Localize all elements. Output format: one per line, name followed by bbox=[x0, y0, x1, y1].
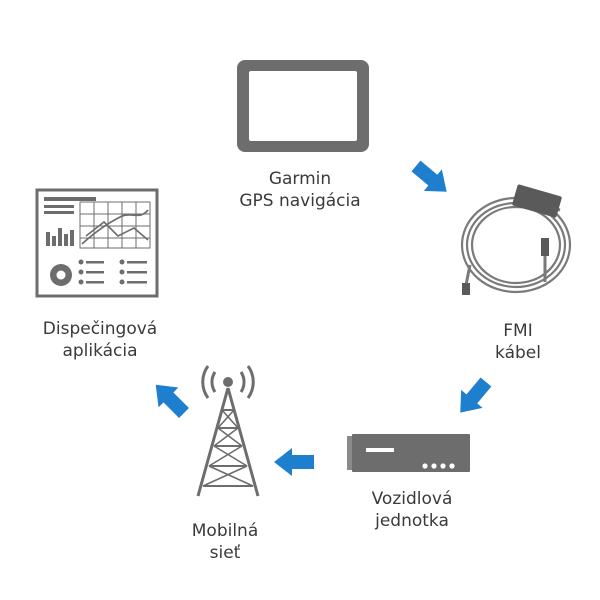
gps-label: Garmin GPS navigácia bbox=[225, 168, 375, 212]
arrow-vehicle-to-network bbox=[274, 448, 314, 476]
network-label-line2: sieť bbox=[209, 543, 241, 563]
fmi-label-line2: kábel bbox=[495, 343, 541, 363]
network-label: Mobilná sieť bbox=[170, 520, 280, 564]
dispatch-label: Dispečingová aplikácia bbox=[30, 318, 170, 362]
arrow-fmi-to-vehicle bbox=[460, 377, 492, 413]
cell-tower-icon bbox=[196, 365, 260, 497]
gps-label-line1: Garmin bbox=[268, 169, 332, 189]
gps-device-icon bbox=[237, 60, 369, 152]
fmi-label-line1: FMI bbox=[503, 321, 533, 341]
vehicle-label: Vozidlová jednotka bbox=[352, 488, 472, 532]
gps-label-line2: GPS navigácia bbox=[239, 191, 361, 211]
vehicle-label-line1: Vozidlová bbox=[371, 489, 453, 509]
dispatch-label-line2: aplikácia bbox=[62, 341, 138, 361]
dispatch-app-icon bbox=[35, 188, 159, 298]
dispatch-label-line1: Dispečingová bbox=[42, 319, 158, 339]
arrow-gps-to-fmi bbox=[411, 160, 447, 192]
fmi-label: FMI kábel bbox=[478, 320, 558, 364]
vehicle-label-line2: jednotka bbox=[375, 511, 449, 531]
fmi-cable-icon bbox=[460, 184, 572, 295]
vehicle-unit-icon bbox=[347, 434, 470, 472]
network-label-line1: Mobilná bbox=[191, 521, 259, 541]
arrow-network-to-dispatch bbox=[155, 384, 189, 418]
